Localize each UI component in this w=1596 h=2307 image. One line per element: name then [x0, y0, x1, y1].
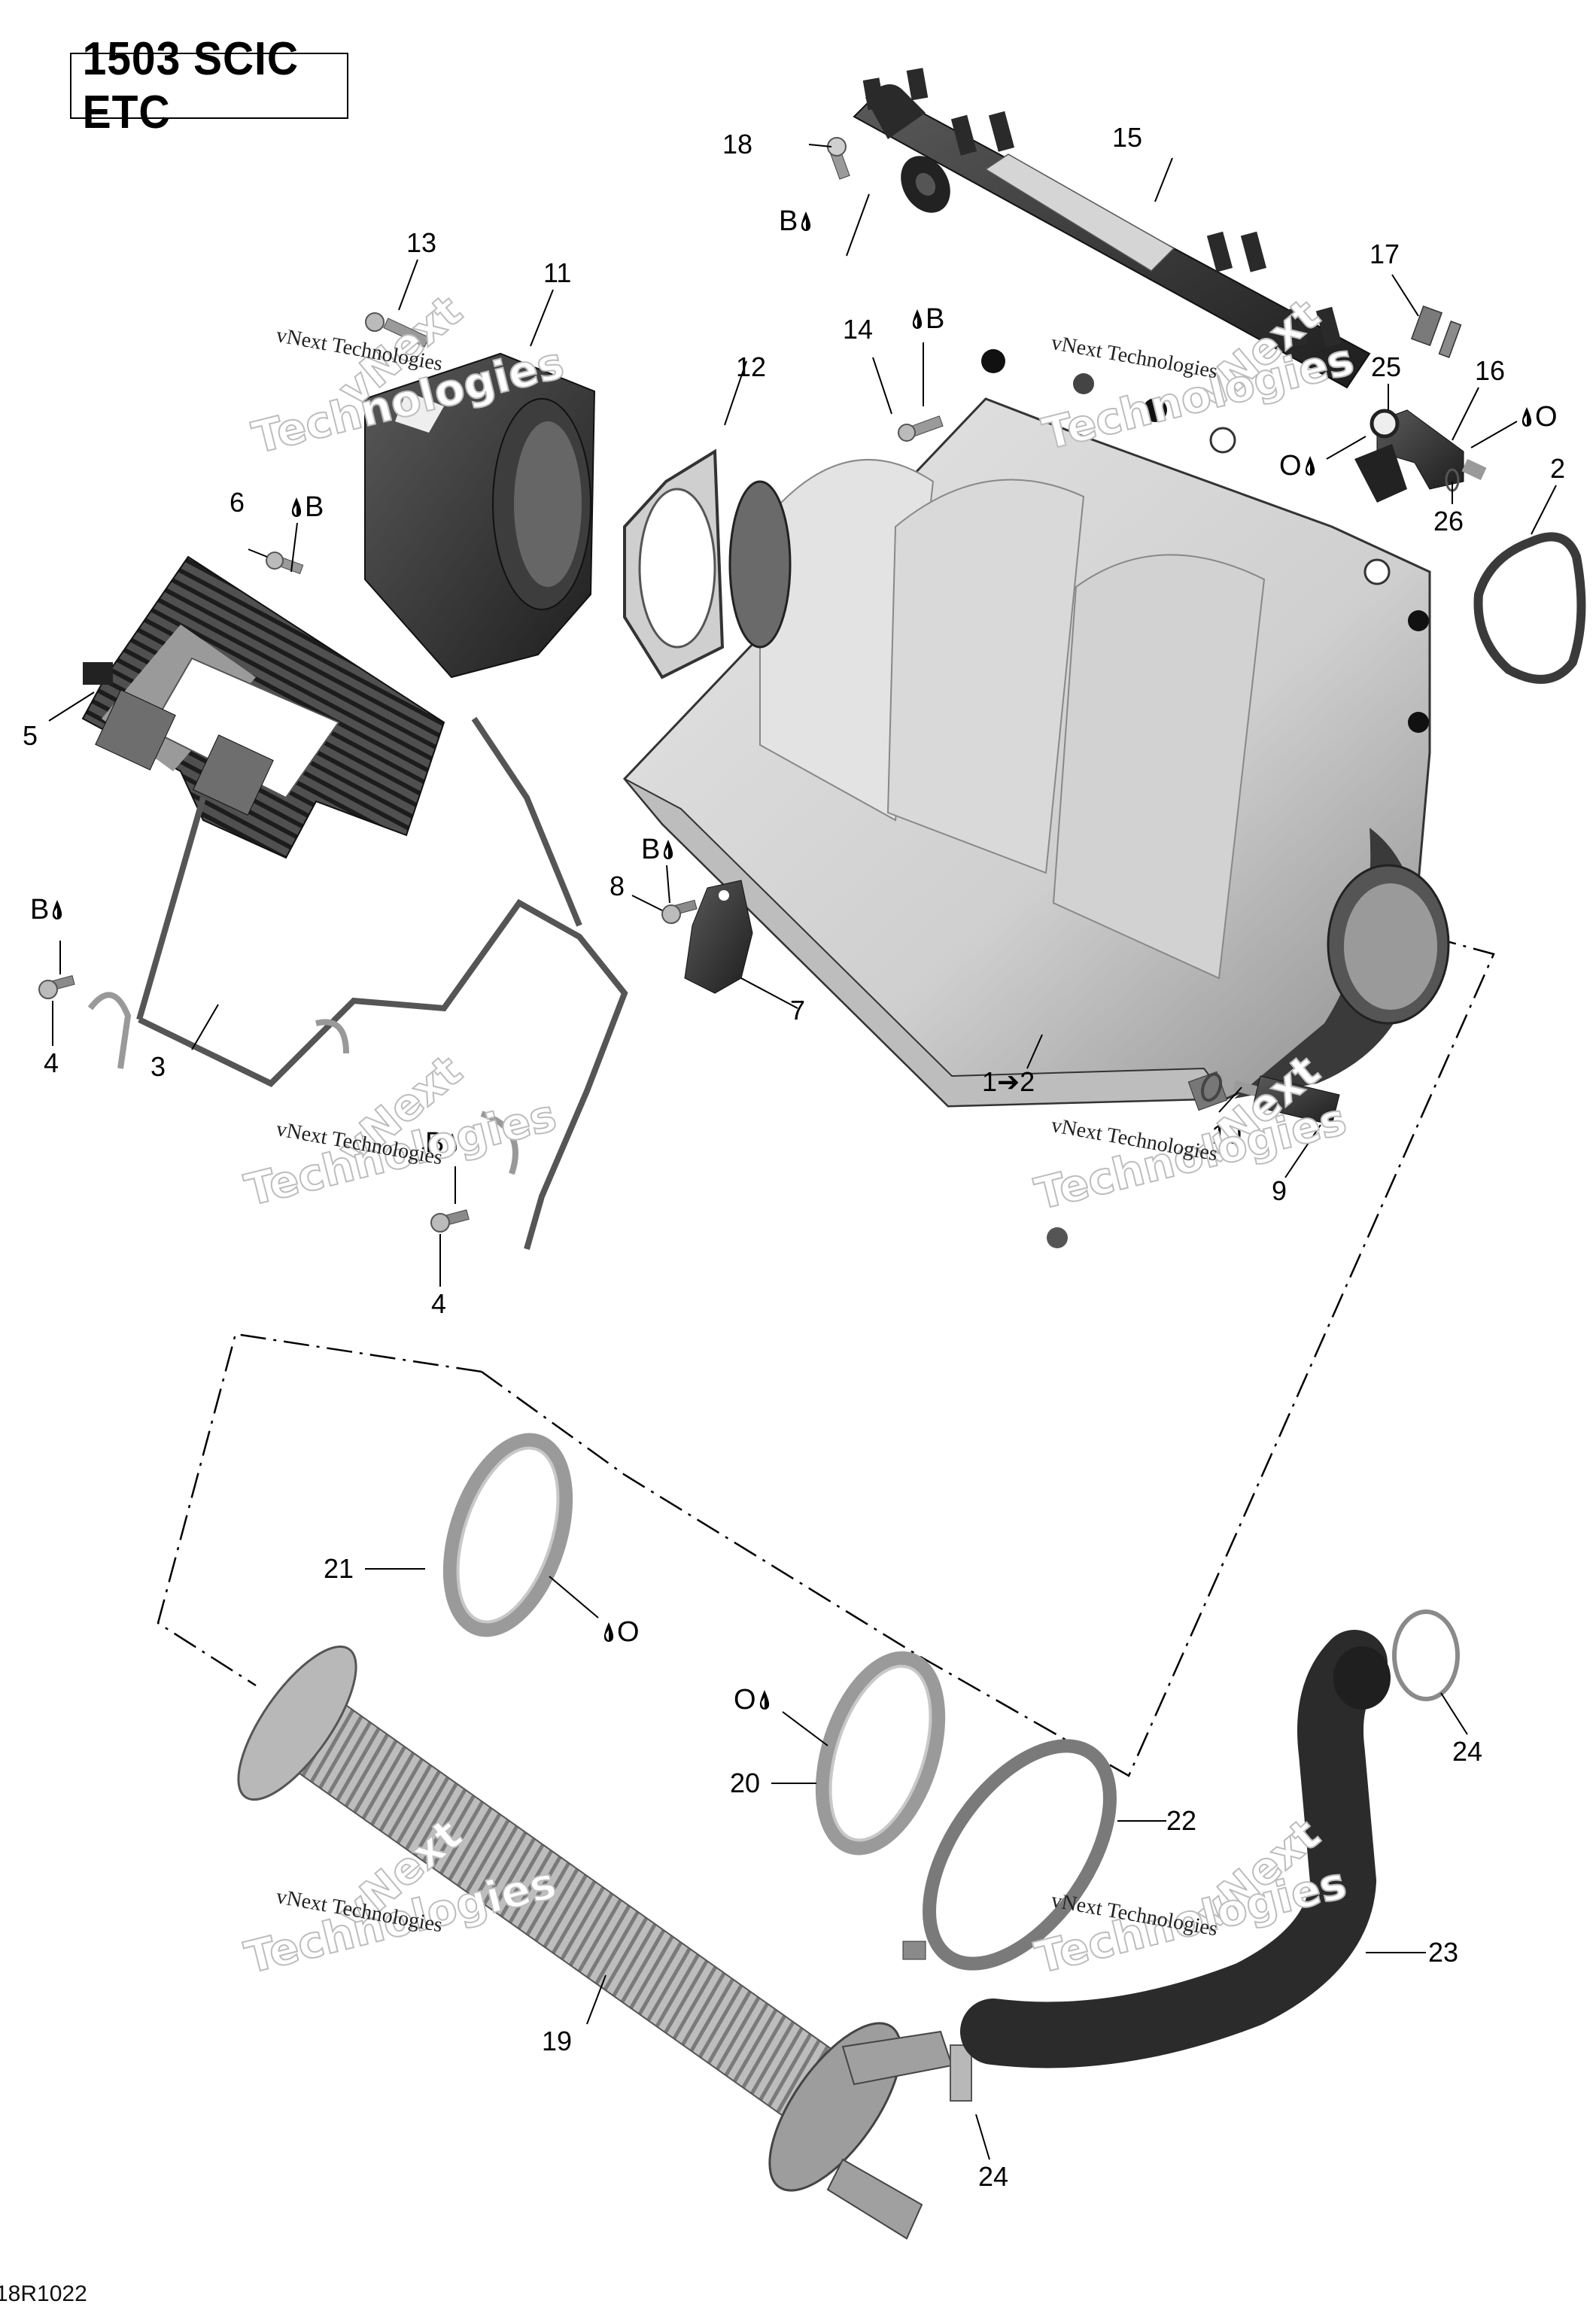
lubricant-marker-6: B: [290, 493, 324, 521]
lubricant-letter: O: [617, 1616, 640, 1648]
lubricant-letter: B: [425, 1127, 445, 1159]
callout-16: 16: [1475, 355, 1506, 386]
part-24-clamp-lower[interactable]: [950, 2044, 972, 2102]
part-4-screw-lower[interactable]: [430, 1209, 470, 1233]
part-7-sensor[interactable]: [684, 880, 753, 994]
lubricant-marker-18: B: [779, 207, 813, 236]
callout-3: 3: [150, 1051, 166, 1082]
part-13-screw[interactable]: [365, 312, 430, 348]
part-8-screw[interactable]: [661, 899, 698, 924]
callout-14: 14: [843, 314, 874, 345]
lubricant-letter: O: [1279, 450, 1302, 482]
lubricant-marker-20: O: [734, 1685, 771, 1714]
part-2-gasket[interactable]: [1473, 532, 1586, 684]
callout-4-lower: 4: [431, 1288, 447, 1319]
callout-26: 26: [1433, 506, 1464, 536]
lubricant-letter: B: [305, 491, 324, 523]
diagram-title-box: 1503 SCIC ETC: [70, 33, 348, 138]
part-5-ecm[interactable]: [81, 555, 445, 859]
part-17-clips[interactable]: [1410, 305, 1462, 358]
lubricant-marker-4-upper: B: [30, 895, 64, 924]
callout-21: 21: [324, 1553, 354, 1584]
callout-6: 6: [230, 487, 245, 518]
part-10-o-ring[interactable]: [1199, 1071, 1224, 1102]
callout-20: 20: [730, 1767, 761, 1798]
callout-22: 22: [1166, 1805, 1197, 1836]
diagram-title: 1503 SCIC ETC: [82, 33, 299, 138]
drop-icon: [801, 211, 811, 231]
drop-icon: [603, 1622, 614, 1642]
lubricant-marker-4-lower: B: [425, 1129, 459, 1157]
lubricant-marker-16: O: [1520, 403, 1558, 431]
lubricant-letter: B: [641, 834, 661, 865]
part-12-gasket[interactable]: [623, 448, 725, 679]
callout-23: 23: [1428, 1937, 1459, 1968]
callout-1-to-2: 1➔2: [982, 1066, 1035, 1097]
callout-5: 5: [23, 720, 38, 751]
callout-10: 10: [1211, 1119, 1242, 1150]
lubricant-letter: O: [1535, 401, 1558, 433]
callout-24-upper: 24: [1452, 1736, 1483, 1767]
callout-4-upper: 4: [44, 1047, 59, 1078]
callout-12: 12: [736, 351, 767, 382]
callout-15: 15: [1112, 122, 1143, 153]
lubricant-marker-8: B: [641, 835, 675, 864]
part-9-temp-sensor[interactable]: [1233, 1075, 1340, 1126]
callout-25: 25: [1371, 351, 1402, 382]
part-22-clamp[interactable]: [893, 1714, 1147, 1995]
callout-8: 8: [610, 871, 625, 901]
drop-icon: [1522, 407, 1532, 427]
lubricant-letter: O: [734, 1684, 756, 1716]
part-18-screw[interactable]: [827, 137, 850, 180]
callout-19: 19: [542, 2026, 573, 2056]
lubricant-marker-14: B: [910, 305, 944, 333]
callout-18: 18: [722, 129, 753, 160]
part-20-seal-ring[interactable]: [801, 1644, 959, 1862]
lubricant-marker-25: O: [1279, 451, 1317, 480]
lubricant-letter: B: [779, 205, 798, 237]
callout-11: 11: [543, 257, 572, 288]
callout-9: 9: [1272, 1175, 1287, 1206]
callout-2: 2: [1550, 453, 1566, 484]
part-6-screw[interactable]: [266, 552, 304, 575]
document-code: 18R1022: [0, 2281, 87, 2306]
callout-13: 13: [406, 227, 437, 258]
lubricant-letter: B: [926, 303, 945, 335]
part-11-throttle-body[interactable]: [364, 352, 596, 679]
drop-icon: [759, 1690, 769, 1710]
drop-icon: [291, 497, 302, 517]
drop-icon: [664, 840, 673, 859]
part-4-screw-upper[interactable]: [38, 974, 75, 999]
callout-24-lower: 24: [978, 2161, 1009, 2192]
part-15-fuel-rail[interactable]: [853, 68, 1371, 389]
leader-lines: [48, 144, 1557, 2160]
part-24-clamp-upper[interactable]: [1392, 1609, 1460, 1701]
drop-icon: [1305, 456, 1315, 476]
lubricant-letter: B: [30, 894, 50, 926]
drop-icon: [448, 1133, 458, 1153]
callout-7: 7: [790, 995, 806, 1026]
part-21-seal-ring[interactable]: [429, 1426, 587, 1643]
callout-17: 17: [1370, 239, 1400, 269]
drop-icon: [53, 900, 62, 919]
part-14-screw[interactable]: [898, 415, 944, 442]
lubricant-marker-21: O: [602, 1618, 640, 1646]
part-3-ecm-bracket[interactable]: [87, 716, 628, 1251]
part-23-hose[interactable]: [960, 1630, 1391, 2068]
part-1-intake-manifold[interactable]: [622, 349, 1450, 1248]
assembly-guide-line: [157, 913, 1495, 1777]
drop-icon: [912, 309, 923, 329]
part-25-o-ring[interactable]: [1370, 409, 1400, 439]
